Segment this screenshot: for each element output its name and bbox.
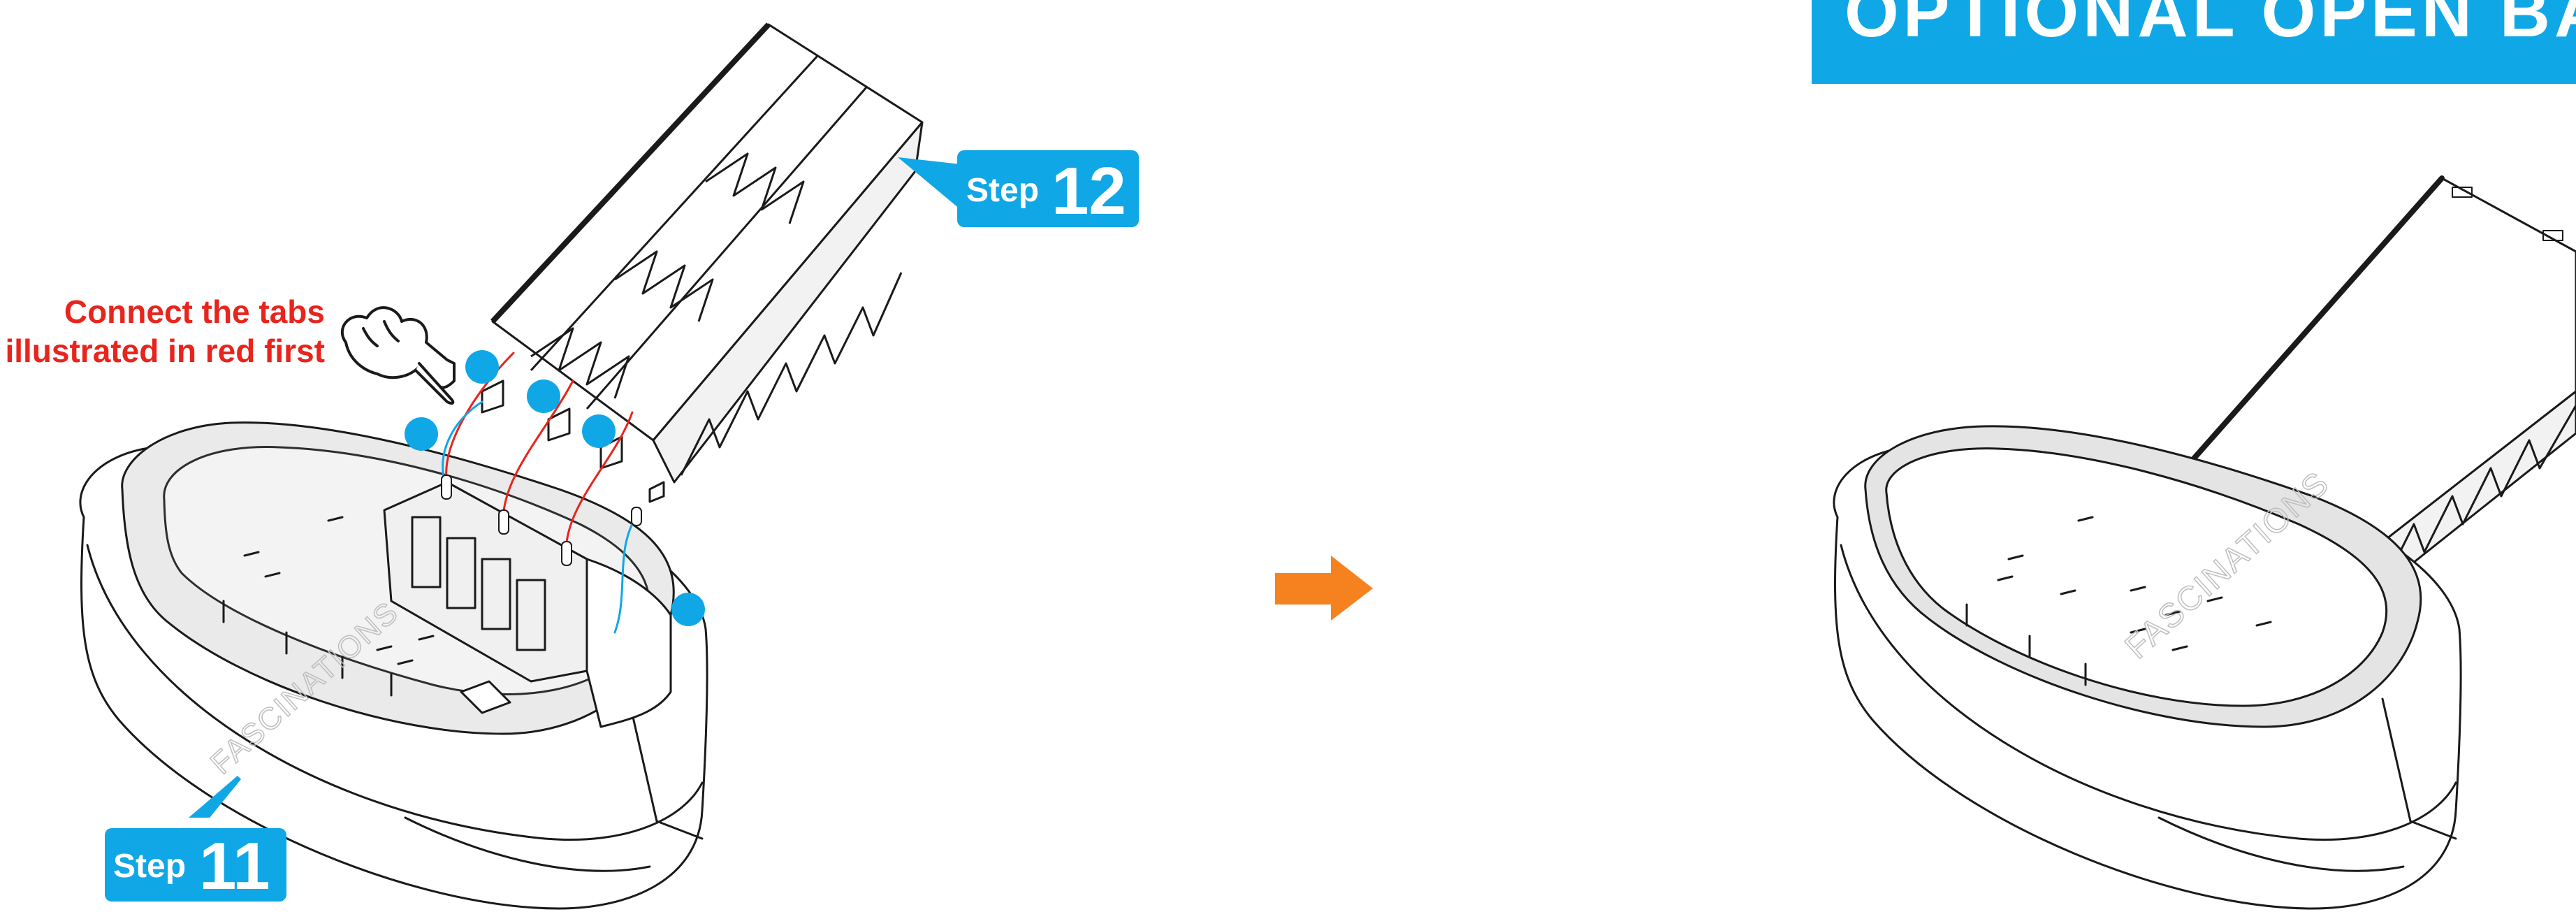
step-11-word: Step <box>113 848 186 885</box>
instruction-line-1: Connect the tabs <box>64 294 325 330</box>
marker-dot <box>671 593 705 626</box>
step-11-number: 11 <box>199 829 270 904</box>
marker-dot <box>405 417 438 451</box>
marker-dot <box>527 379 560 413</box>
bridge-piece-illustration <box>482 24 922 502</box>
step-12-word: Step <box>966 172 1039 209</box>
banner: OPTIONAL OPEN BA <box>1812 0 2576 84</box>
instruction-note: Connect the tabs illustrated in red firs… <box>5 294 325 369</box>
right-assembly-illustration <box>1834 178 2576 909</box>
hand-pointer-icon <box>342 307 454 403</box>
step-12-number: 12 <box>1051 154 1126 229</box>
banner-title: OPTIONAL OPEN BA <box>1844 0 2576 52</box>
arrow-right-icon <box>1275 556 1373 621</box>
marker-dot <box>582 414 616 448</box>
step-12-callout: Step 12 <box>898 150 1139 229</box>
instruction-line-2: illustrated in red first <box>5 333 325 369</box>
marker-dot <box>465 350 499 384</box>
